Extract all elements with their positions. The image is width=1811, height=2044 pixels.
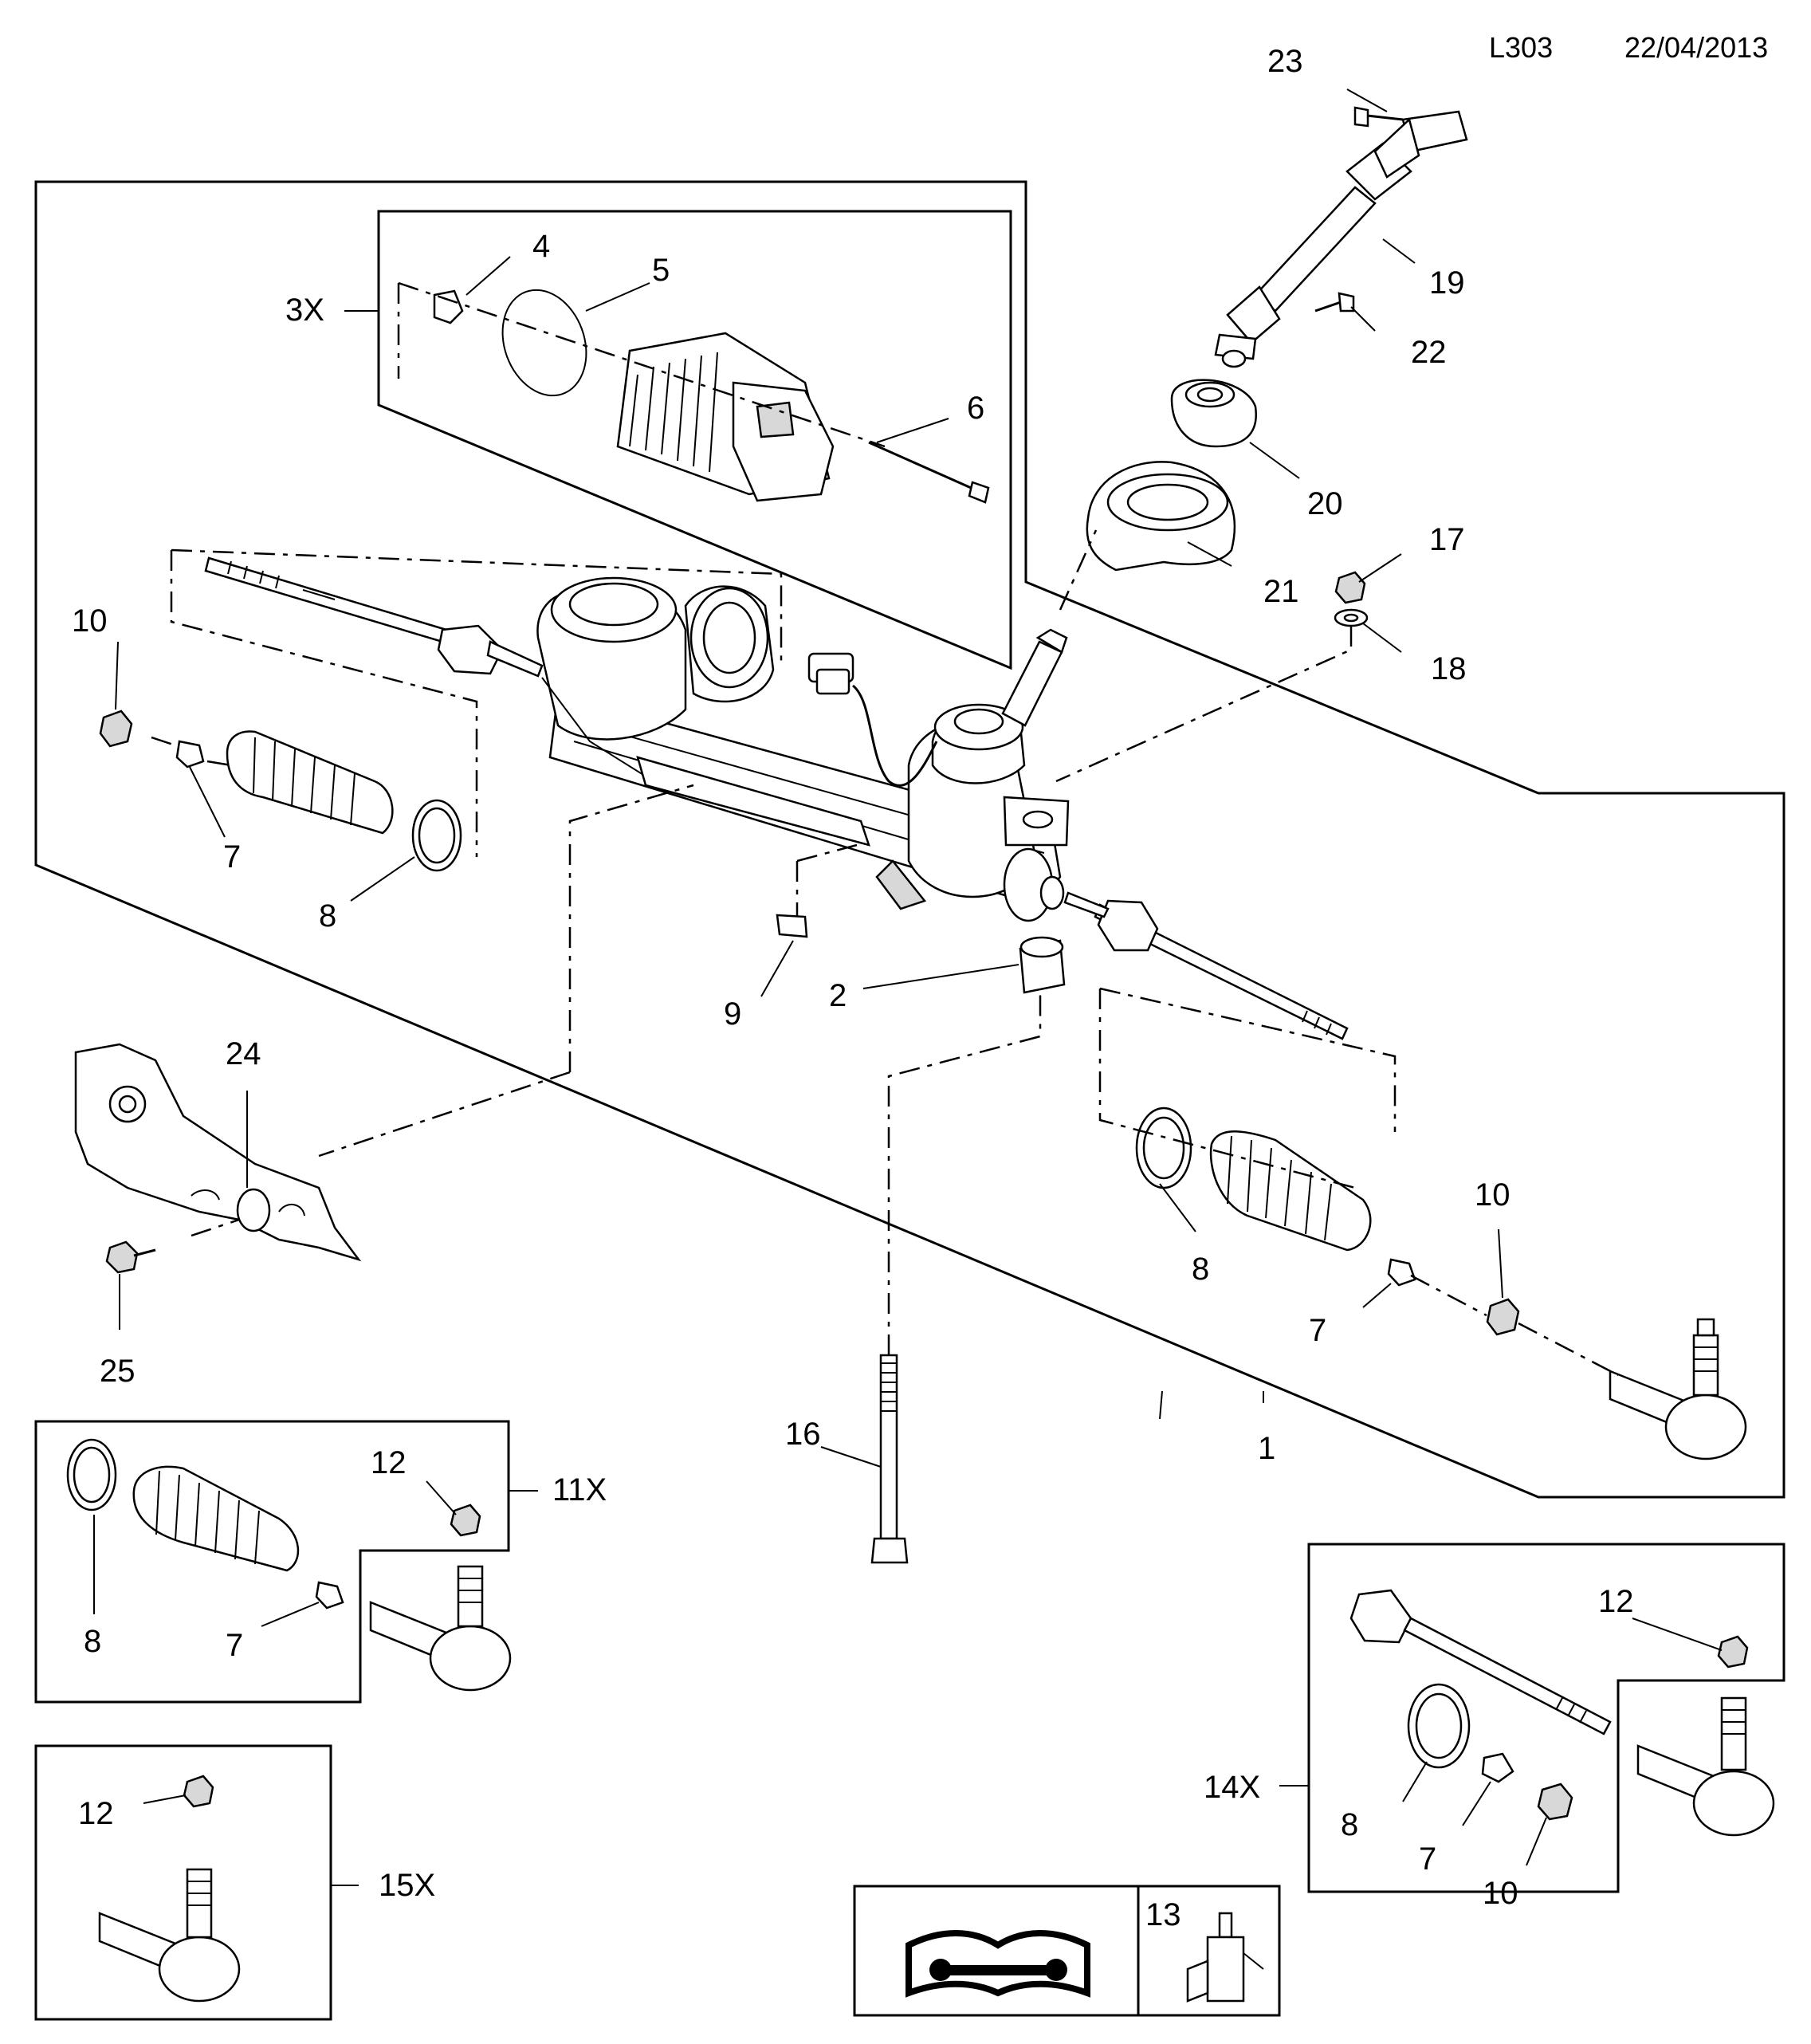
kit-14x-outer-tie-rod-end (1636, 1696, 1775, 1837)
part-9 (776, 914, 808, 938)
kit-15x-box (34, 1744, 332, 2021)
left-nut-10 (99, 710, 133, 748)
label-22: 22 (1411, 335, 1447, 370)
label-10-left: 10 (72, 603, 108, 639)
label-2: 2 (829, 978, 847, 1013)
right-clip-7 (1387, 1258, 1416, 1287)
right-inner-tie-rod (1063, 891, 1349, 1040)
label-7-11x: 7 (226, 1628, 243, 1663)
kit-14x-inner-tie-rod (1349, 1589, 1612, 1735)
label-3x: 3X (285, 293, 324, 328)
label-12-15x: 12 (78, 1796, 114, 1831)
label-17: 17 (1429, 522, 1465, 557)
label-8-left: 8 (319, 898, 336, 934)
label-8-right: 8 (1192, 1252, 1209, 1287)
label-9: 9 (724, 996, 741, 1032)
kit-11x-outer-tie-rod-end (369, 1565, 512, 1692)
pinion-shaft (1001, 628, 1068, 727)
service-manual-icon (906, 1930, 1090, 1998)
right-outer-tie-rod-end (1609, 1318, 1747, 1460)
kit-14x-nut-12 (1717, 1635, 1749, 1669)
kit-14x-clip-7 (1481, 1752, 1514, 1783)
motor-bushing-4 (433, 289, 464, 324)
label-1: 1 (1258, 1431, 1275, 1466)
label-5: 5 (652, 253, 670, 288)
seal-20 (1170, 379, 1258, 448)
sealant-tube-13-icon (1186, 1912, 1264, 2003)
label-8-11x: 8 (84, 1624, 101, 1659)
bolt-23 (1353, 106, 1404, 128)
label-7-right: 7 (1309, 1313, 1326, 1348)
nut-17 (1334, 571, 1366, 604)
callout-labels: 23 4 5 3X 19 22 6 20 17 21 10 18 7 8 2 9… (72, 44, 1634, 1932)
kit-11x-boot (132, 1465, 300, 1572)
kit-14x-nut-10 (1537, 1783, 1573, 1821)
kit-11x-nut-12 (450, 1504, 481, 1537)
boot-21 (1086, 461, 1235, 572)
left-clip-7 (175, 740, 205, 768)
electric-motor (616, 332, 835, 502)
label-14x: 14X (1204, 1770, 1260, 1805)
bolt-25 (105, 1240, 156, 1274)
diagram-code: L303 (1489, 31, 1553, 64)
label-25: 25 (100, 1354, 136, 1389)
motor-bolt-6 (868, 441, 990, 504)
label-16: 16 (785, 1417, 821, 1452)
label-15x: 15X (379, 1868, 435, 1903)
label-19: 19 (1429, 265, 1465, 301)
kit-11x-clip-7 (315, 1581, 344, 1610)
right-boot (1209, 1130, 1372, 1252)
diagram-date: 22/04/2013 (1624, 31, 1768, 64)
motor-kit-3x-box (377, 210, 1012, 670)
left-boot (226, 730, 394, 835)
label-7-left: 7 (223, 839, 241, 875)
left-inner-tie-rod (204, 556, 544, 678)
label-8-14x: 8 (1341, 1807, 1358, 1842)
kit-11x-box (34, 1420, 510, 1704)
label-4: 4 (532, 229, 550, 264)
label-12-14x: 12 (1598, 1584, 1634, 1619)
label-24: 24 (226, 1036, 261, 1071)
label-7-14x: 7 (1419, 1842, 1436, 1877)
bolt-16 (870, 1354, 909, 1564)
motor-o-ring-5 (501, 289, 587, 397)
right-nut-10 (1486, 1298, 1520, 1336)
label-18: 18 (1431, 651, 1467, 686)
heat-shield-24 (74, 1043, 362, 1262)
leader-lines (93, 88, 1723, 1886)
label-12-11x: 12 (371, 1445, 407, 1480)
assembly-1-outline (34, 180, 1785, 1499)
label-10-14x: 10 (1483, 1876, 1518, 1911)
intermediate-shaft-19 (1214, 110, 1468, 368)
label-20: 20 (1307, 486, 1343, 521)
label-11x: 11X (552, 1472, 607, 1507)
label-23: 23 (1267, 44, 1303, 79)
label-10-right: 10 (1475, 1177, 1510, 1213)
wiring-harness (807, 652, 938, 787)
alignment-lines (151, 281, 1619, 1377)
bolt-22 (1314, 292, 1355, 312)
label-6: 6 (967, 391, 984, 426)
label-13: 13 (1145, 1897, 1181, 1932)
legend-box (853, 1885, 1281, 2017)
label-21: 21 (1263, 574, 1299, 609)
rack-motor-housing (536, 576, 870, 847)
kit-14x-box (1307, 1543, 1785, 1893)
kit-15x-outer-tie-rod-end (98, 1868, 241, 2003)
kit-15x-nut-12 (183, 1775, 214, 1808)
